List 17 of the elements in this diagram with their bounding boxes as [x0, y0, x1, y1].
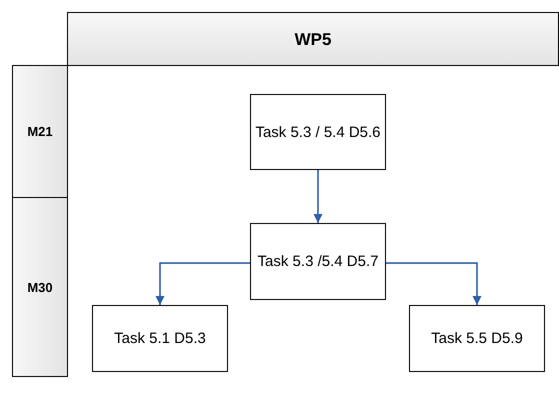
box-label: WP5 [294, 30, 332, 48]
box-label: Task 5.3 / 5.4 D5.6 [255, 122, 381, 142]
task-box [409, 305, 545, 372]
box-label: Task 5.5 D5.9 [431, 329, 523, 348]
box-label: Task 5.1 D5.3 [114, 329, 206, 348]
arrow [156, 262, 250, 305]
task-box [250, 223, 386, 300]
arrow [314, 170, 322, 223]
task-box [92, 305, 228, 372]
box-label: M30 [27, 278, 53, 296]
row-header [12, 65, 68, 198]
arrow [386, 262, 482, 305]
box-label: M21 [27, 123, 53, 141]
box-label: Task 5.3 /5.4 D5.7 [258, 252, 378, 271]
header-band [67, 12, 559, 66]
task-box [250, 94, 386, 170]
row-header [12, 197, 68, 377]
